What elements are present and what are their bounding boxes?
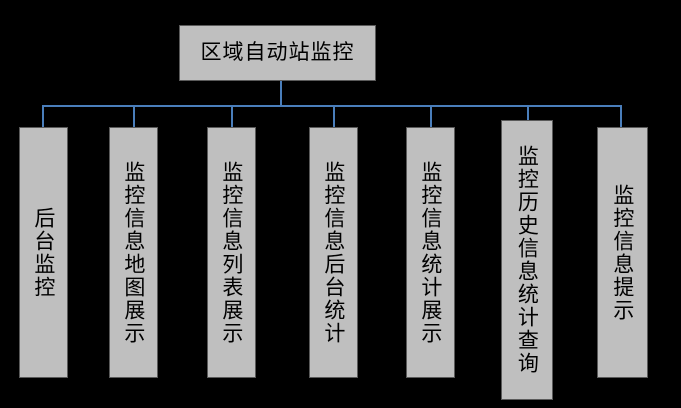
connector-drop-1: [42, 105, 44, 127]
node-leaf-4[interactable]: 监控信息后台统计: [309, 127, 358, 378]
connector-drop-4: [333, 105, 335, 127]
connector-drop-3: [231, 105, 233, 127]
node-leaf-7[interactable]: 监控信息提示: [597, 127, 648, 378]
connector-drop-5: [430, 105, 432, 127]
node-leaf-3[interactable]: 监控信息列表展示: [207, 127, 256, 378]
connector-drop-2: [133, 105, 135, 127]
connector-drop-7: [620, 105, 622, 127]
connector-drop-6: [527, 105, 529, 120]
node-root[interactable]: 区域自动站监控: [179, 25, 376, 81]
node-leaf-1[interactable]: 后台监控: [19, 127, 68, 378]
connector-root-stem: [280, 81, 282, 106]
node-leaf-6[interactable]: 监控历史信息统计查询: [501, 120, 553, 400]
node-leaf-2[interactable]: 监控信息地图展示: [109, 127, 158, 378]
connector-bus: [42, 105, 622, 107]
node-leaf-5[interactable]: 监控信息统计展示: [406, 127, 455, 378]
